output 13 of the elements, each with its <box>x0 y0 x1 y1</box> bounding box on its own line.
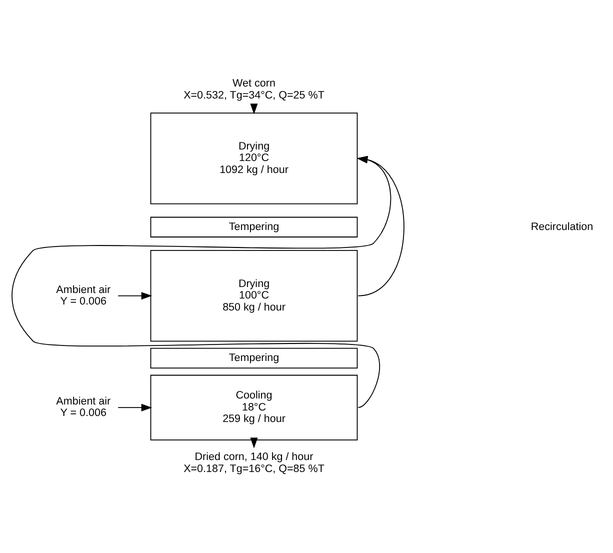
node-box: Tempering <box>150 348 358 369</box>
node-text: Ambient air Y = 0.006 <box>56 284 111 308</box>
node-box: Drying 100°C 850 kg / hour <box>150 250 358 342</box>
arrow <box>118 404 152 412</box>
arrow <box>118 292 152 300</box>
node-text: Dried corn, 140 kg / hour X=0.187, Tg=16°C, Q=85 %T <box>184 451 324 475</box>
node-box: Tempering <box>150 216 358 238</box>
node-text: Ambient air Y = 0.006 <box>56 396 111 420</box>
node-text: Wet corn X=0.532, Tg=34°C, Q=25 %T <box>184 78 324 102</box>
arrow <box>356 156 404 296</box>
label: Recirculation <box>530 220 594 233</box>
arrow <box>12 156 392 408</box>
node-box: Drying 120°C 1092 kg / hour <box>150 112 358 204</box>
